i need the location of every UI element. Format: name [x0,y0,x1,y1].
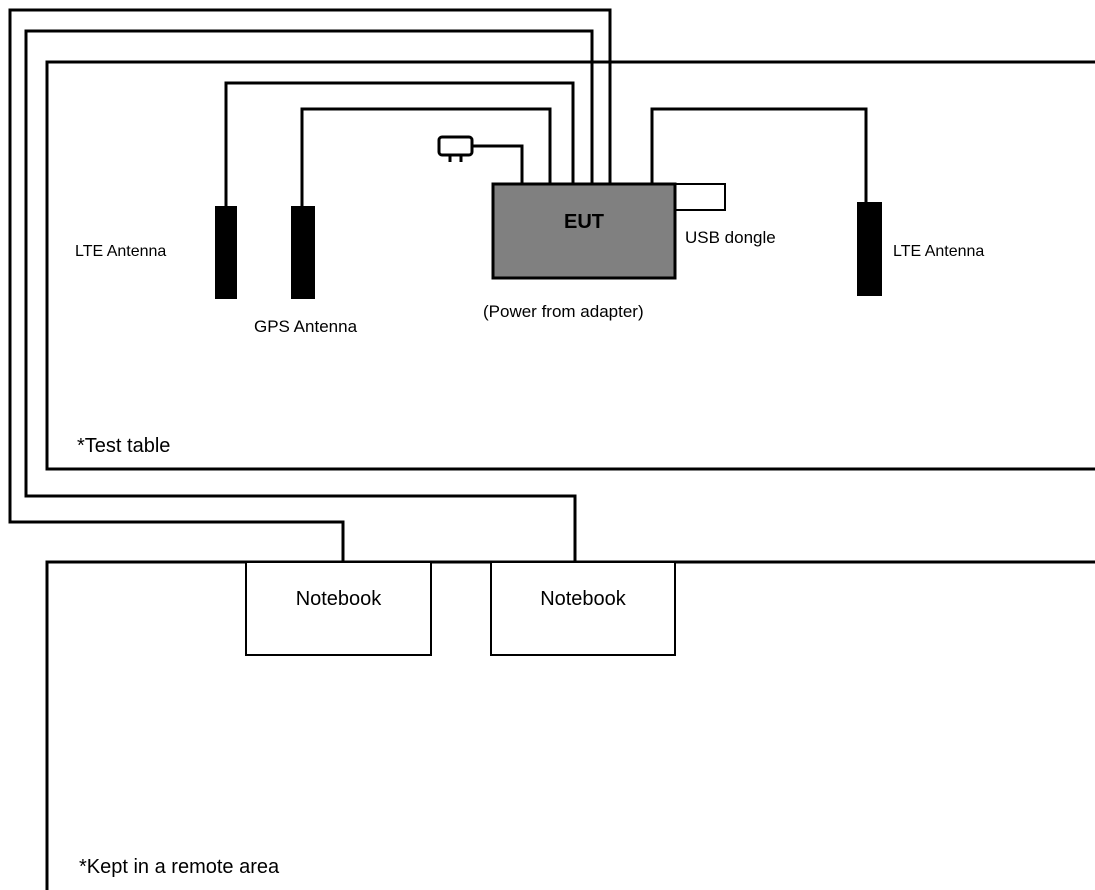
gps-antenna [291,206,315,299]
cable-eut-to-lte-antenna-left [224,81,575,206]
power-note: (Power from adapter) [483,302,644,321]
cable-eut-to-lte-antenna-right [650,107,868,202]
usb-dongle-label: USB dongle [685,228,776,247]
cable-power-adapter [472,144,524,184]
test-table-label: *Test table [77,435,170,457]
notebook-1: Notebook [245,561,432,656]
test-table-frame [45,60,1095,471]
eut-box [491,182,677,280]
gps-antenna-label: GPS Antenna [254,317,358,336]
lte-antenna-left-label: LTE Antenna [75,243,166,260]
eut-label: EUT [564,211,604,233]
cable-eut-to-gps-antenna [300,107,552,206]
lte-antenna-left [215,206,237,299]
remote-area-frame [45,560,1095,890]
cable-eut-to-notebook-2 [24,29,594,562]
lte-antenna-right-label: LTE Antenna [893,243,984,260]
remote-area-label: *Kept in a remote area [79,856,280,878]
plug-icon [437,135,474,162]
cable-eut-to-notebook-1 [8,8,612,562]
notebook-2: Notebook [490,561,676,656]
lte-antenna-right [857,202,882,296]
notebook-1-label: Notebook [296,588,383,610]
notebook-2-label: Notebook [540,588,627,610]
usb-dongle [674,183,726,211]
